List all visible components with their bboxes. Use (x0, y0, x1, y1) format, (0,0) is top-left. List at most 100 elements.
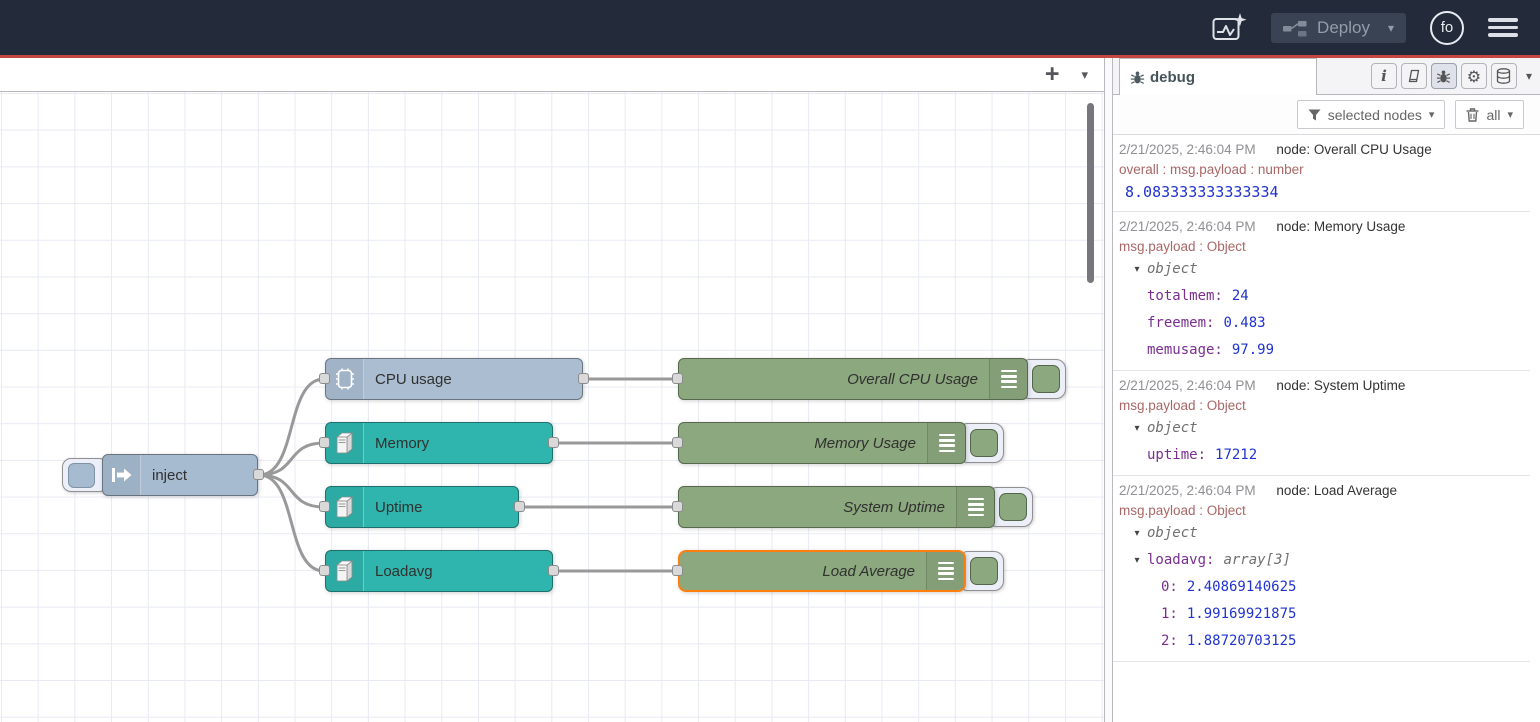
input-port[interactable] (319, 373, 330, 384)
output-port[interactable] (548, 565, 559, 576)
collapse-caret-icon[interactable]: ▾ (1129, 415, 1145, 442)
input-port[interactable] (672, 565, 683, 576)
computer-tower-icon (333, 494, 357, 520)
array-item-row: 2:1.88720703125 (1119, 628, 1522, 655)
node-label: inject (141, 455, 257, 495)
tab-help-button[interactable] (1401, 63, 1427, 89)
array-property-row: ▾ loadavg: array[3] (1119, 547, 1522, 574)
tab-config-button[interactable]: ⚙ (1461, 63, 1487, 89)
add-flow-button[interactable]: + (1045, 62, 1060, 87)
bug-icon (1130, 70, 1145, 85)
collapse-caret-icon[interactable]: ▾ (1129, 520, 1145, 547)
wires (0, 92, 1104, 722)
computer-tower-icon (333, 558, 357, 584)
trash-icon (1466, 108, 1479, 122)
node-inject[interactable]: inject (102, 454, 258, 496)
deploy-nodes-icon (1283, 19, 1307, 37)
input-port[interactable] (672, 501, 683, 512)
input-port[interactable] (672, 437, 683, 448)
node-uptime[interactable]: Uptime (325, 486, 519, 528)
collapse-caret-icon[interactable]: ▾ (1129, 256, 1145, 283)
tab-context-button[interactable] (1491, 63, 1517, 89)
tab-info-button[interactable]: i (1371, 63, 1397, 89)
node-debug-load-average[interactable]: Load Average (678, 550, 966, 592)
property-key: uptime: (1147, 447, 1206, 463)
filter-nodes-button[interactable]: selected nodes ▾ (1297, 100, 1446, 129)
input-port[interactable] (672, 373, 683, 384)
property-key: loadavg: (1147, 552, 1214, 568)
sidebar-tabs-chevron-icon[interactable]: ▾ (1526, 69, 1532, 83)
debug-toggle-inner (1032, 365, 1060, 393)
flow-list-chevron-icon[interactable]: ▾ (1081, 67, 1088, 83)
object-row: ▾ object (1119, 256, 1522, 283)
clear-label: all (1486, 107, 1500, 123)
tab-debug-button[interactable] (1431, 63, 1457, 89)
debug-message[interactable]: 2/21/2025, 2:46:04 PM node: Memory Usage… (1113, 212, 1530, 371)
debug-message-list[interactable]: 2/21/2025, 2:46:04 PM node: Overall CPU … (1113, 135, 1530, 722)
clear-messages-button[interactable]: all ▾ (1455, 100, 1524, 129)
header-actions: Deploy ▾ fo (1211, 11, 1540, 45)
debug-icon-region (927, 423, 965, 463)
node-label: CPU usage (364, 359, 582, 399)
debug-message[interactable]: 2/21/2025, 2:46:04 PM node: System Uptim… (1113, 371, 1530, 476)
wire (259, 443, 324, 475)
array-value: 1.88720703125 (1187, 633, 1297, 649)
input-port[interactable] (319, 437, 330, 448)
payload-value: 8.083333333333334 (1119, 179, 1522, 205)
timestamp: 2/21/2025, 2:46:04 PM (1119, 142, 1256, 157)
user-avatar[interactable]: fo (1430, 11, 1464, 45)
main-menu-icon[interactable] (1488, 18, 1518, 37)
sidebar-splitter[interactable] (1104, 58, 1113, 722)
canvas-vertical-scrollbar[interactable] (1087, 103, 1094, 283)
output-port[interactable] (514, 501, 525, 512)
inject-trigger-inner (68, 463, 95, 488)
flow-assistant-icon[interactable] (1211, 12, 1247, 44)
array-type-label: array[3] (1223, 552, 1290, 568)
message-meta: 2/21/2025, 2:46:04 PM node: System Uptim… (1119, 376, 1522, 396)
node-label: Loadavg (364, 551, 552, 591)
source-node-name: node: Load Average (1276, 483, 1397, 498)
input-port[interactable] (319, 501, 330, 512)
property-value: 0.483 (1223, 315, 1265, 331)
tab-debug[interactable]: debug (1119, 58, 1317, 95)
output-port[interactable] (548, 437, 559, 448)
deploy-button[interactable]: Deploy ▾ (1271, 13, 1406, 43)
flow-canvas[interactable]: inject (0, 92, 1104, 722)
payload-path: overall : msg.payload : number (1119, 160, 1522, 179)
main-area: + ▾ (0, 58, 1540, 722)
timestamp: 2/21/2025, 2:46:04 PM (1119, 219, 1256, 234)
property-value: 97.99 (1232, 342, 1274, 358)
chart-sparkle-icon (1211, 12, 1247, 44)
node-cpu-usage[interactable]: CPU usage (325, 358, 583, 400)
output-port[interactable] (578, 373, 589, 384)
os-icon-region (326, 423, 364, 463)
gear-icon: ⚙ (1467, 67, 1481, 86)
node-label: System Uptime (679, 487, 956, 527)
sidebar-tab-buttons: i (1371, 63, 1532, 89)
debug-message[interactable]: 2/21/2025, 2:46:04 PM node: Overall CPU … (1113, 135, 1530, 212)
debug-list-icon (938, 562, 954, 581)
node-debug-memory-usage[interactable]: Memory Usage (678, 422, 966, 464)
info-icon: i (1381, 67, 1387, 85)
node-debug-overall-cpu-usage[interactable]: Overall CPU Usage (678, 358, 1028, 400)
property-row: freemem:0.483 (1119, 310, 1522, 337)
output-port[interactable] (253, 469, 264, 480)
input-port[interactable] (319, 565, 330, 576)
flow-tabbar: + ▾ (0, 58, 1104, 92)
deploy-options-chevron-icon[interactable]: ▾ (1388, 21, 1394, 35)
array-value: 2.40869140625 (1187, 579, 1297, 595)
node-loadavg[interactable]: Loadavg (325, 550, 553, 592)
os-icon-region (326, 551, 364, 591)
debug-message[interactable]: 2/21/2025, 2:46:04 PM node: Load Average… (1113, 476, 1530, 662)
workspace: + ▾ (0, 58, 1104, 722)
property-row: memusage:97.99 (1119, 337, 1522, 364)
debug-toolbar: selected nodes ▾ all ▾ (1113, 95, 1540, 135)
cpu-icon-region (326, 359, 364, 399)
node-memory[interactable]: Memory (325, 422, 553, 464)
collapse-caret-icon[interactable]: ▾ (1129, 547, 1145, 574)
timestamp: 2/21/2025, 2:46:04 PM (1119, 378, 1256, 393)
header: Deploy ▾ fo (0, 0, 1540, 55)
node-debug-system-uptime[interactable]: System Uptime (678, 486, 995, 528)
database-icon (1496, 68, 1511, 84)
